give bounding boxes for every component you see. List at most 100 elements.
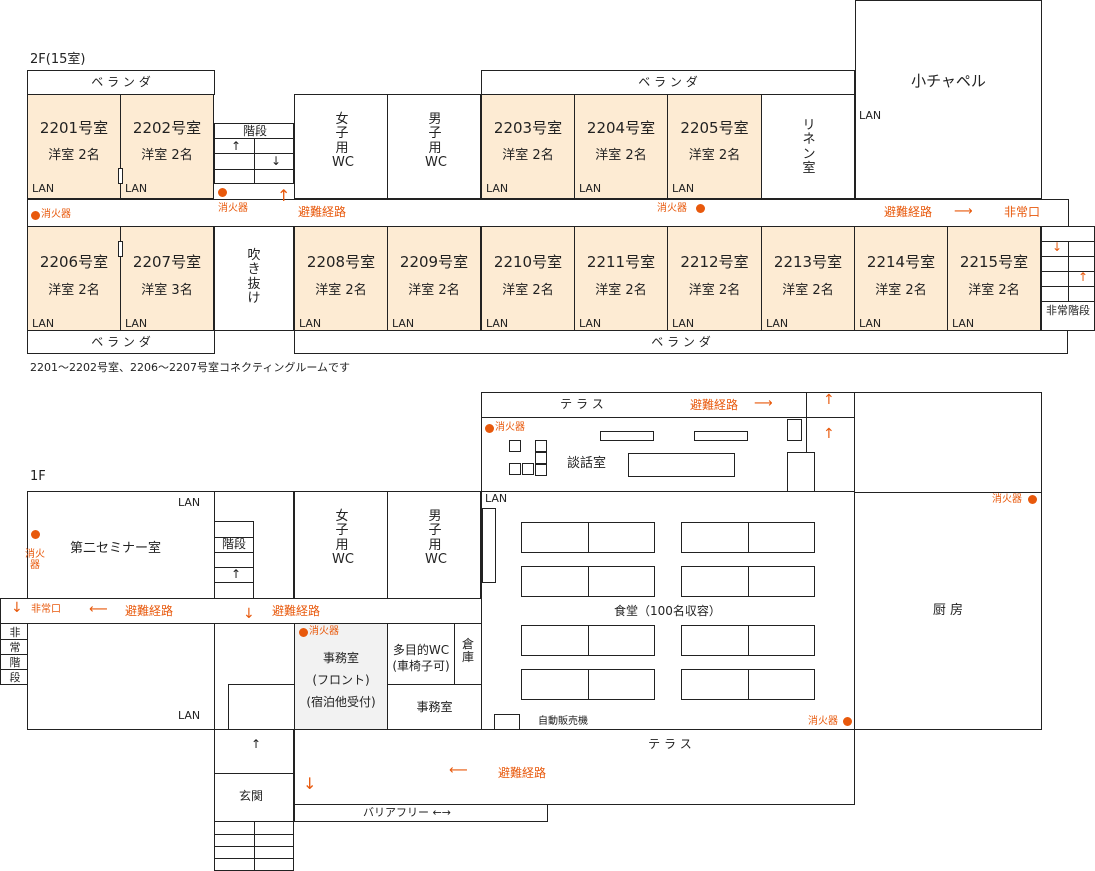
lan-label: LAN (486, 317, 509, 330)
lounge-chair (509, 440, 521, 452)
mens-wc-1f: 男子用WC (387, 491, 481, 599)
seminar-room: 第二セミナー室 LAN 消火器 (25, 491, 215, 599)
evac-route-label: 避難経路 (125, 604, 174, 618)
kitchen: 厨 房 消火器 (854, 392, 1042, 730)
hall-1f (228, 684, 295, 730)
lounge-chair (535, 440, 547, 452)
lounge-table (694, 431, 748, 441)
entrance-steps (214, 821, 294, 871)
room-number: 2211号室 (586, 253, 656, 271)
extinguisher-icon (31, 530, 40, 539)
extinguisher-label: 消火器 (992, 494, 1022, 505)
room-number: 2202号室 (132, 119, 202, 137)
extinguisher-label: 消火器 (25, 549, 45, 571)
storage-label: 倉庫 (461, 637, 474, 665)
evac-route-label: 避難経路 (272, 604, 321, 618)
mens-wc-label: 男子用WC (425, 112, 447, 170)
lan-label: LAN (579, 182, 602, 195)
evac-arrow-left-icon: ⟵ (89, 602, 108, 617)
room-type: 洋室 2名 (502, 283, 554, 298)
atrium-label: 吹き抜け (247, 248, 261, 306)
extinguisher-icon (1028, 495, 1037, 504)
extinguisher-label: 消火器 (657, 203, 687, 214)
office: 事務室 (387, 684, 482, 730)
vending-label: 自動販売機 (538, 716, 588, 727)
room-type: 洋室 2名 (315, 283, 367, 298)
dining-table (521, 522, 655, 553)
dining-label: 食堂（100名収容） (614, 604, 721, 618)
lounge-table (600, 431, 654, 441)
down-arrow-icon: ↓ (1052, 240, 1063, 254)
evac-arrow-down-icon: ↓ (303, 774, 317, 793)
lounge-chair (522, 463, 534, 475)
veranda-label: ベ ラ ン ダ (91, 75, 151, 89)
dining-table (681, 625, 815, 656)
evac-arrow-up-icon: ↑ (277, 186, 291, 205)
extinguisher-label: 消火器 (808, 716, 838, 727)
linen-room: リネン室 (761, 94, 855, 199)
room-type: 洋室 2名 (875, 283, 927, 298)
veranda-label: ベ ラ ン ダ (91, 335, 151, 349)
multipurpose-wc-sub: (車椅子可) (392, 659, 450, 673)
connecting-room-note: 2201～2202号室、2206～2207号室コネクティングルームです (30, 361, 350, 374)
room-type: 洋室 2名 (595, 283, 647, 298)
extinguisher-icon (218, 188, 227, 197)
dining-table (681, 522, 815, 553)
emergency-stairs-2f: ↓ ↑ 非常階段 (1041, 226, 1095, 331)
lounge-table (628, 453, 735, 477)
door-frame (787, 419, 802, 441)
room-2207: 2207号室 洋室 3名 LAN (120, 226, 214, 331)
room-2206: 2206号室 洋室 2名 LAN (27, 226, 121, 331)
entrance-hall: ↑ (214, 729, 294, 774)
lan-label: LAN (952, 317, 975, 330)
extinguisher-icon (31, 211, 40, 220)
womens-wc-1f: 女子用WC (294, 491, 388, 599)
evac-arrow-right-icon: ⟶ (954, 204, 973, 219)
room-2209: 2209号室 洋室 2名 LAN (387, 226, 481, 331)
front-office-sub: (フロント) (312, 673, 370, 687)
connecting-door (118, 168, 123, 184)
evac-arrow-left-icon: ⟵ (449, 763, 468, 778)
lounge-chair (535, 464, 547, 476)
extinguisher-label: 消火器 (218, 203, 248, 214)
emergency-stairs-label: 非常階段 (1046, 304, 1090, 317)
extinguisher-label: 消火器 (309, 626, 339, 637)
room-2211: 2211号室 洋室 2名 LAN (574, 226, 668, 331)
stairs-2f: 階段 ↑ ↓ (214, 123, 294, 184)
lan-label: LAN (579, 317, 602, 330)
lan-label: LAN (485, 492, 508, 505)
office-label: 事務室 (416, 700, 453, 714)
up-arrow-icon: ↑ (231, 139, 242, 153)
entrance-label: 玄関 (239, 789, 264, 803)
barrier-free-label: バリアフリー ←→ (363, 806, 451, 819)
lan-label: LAN (178, 709, 201, 722)
room-number: 2215号室 (959, 253, 1029, 271)
womens-wc-label: 女子用WC (332, 509, 354, 567)
room-number: 2206号室 (39, 253, 109, 271)
lan-label: LAN (32, 317, 55, 330)
room-2215: 2215号室 洋室 2名 LAN (947, 226, 1041, 331)
room-number: 2203号室 (493, 119, 563, 137)
room-type: 洋室 2名 (688, 148, 741, 163)
lan-label: LAN (125, 317, 148, 330)
evac-route-label: 避難経路 (498, 766, 547, 780)
up-arrow-icon: ↑ (251, 737, 262, 751)
evac-arrow-up-icon: ↑ (823, 392, 835, 408)
front-office-label: 事務室 (322, 651, 359, 665)
room-type: 洋室 2名 (688, 283, 741, 298)
room-2203: 2203号室 洋室 2名 LAN (481, 94, 575, 199)
room-type: 洋室 2名 (48, 283, 100, 298)
veranda-2f-bottom-left: ベ ラ ン ダ (27, 330, 215, 354)
veranda-2f-left: ベ ラ ン ダ (27, 70, 215, 95)
room-type: 洋室 2名 (782, 283, 834, 298)
linen-label: リネン室 (802, 118, 816, 176)
floor1-label: 1F (30, 469, 46, 484)
dining-table (681, 669, 815, 700)
lan-label: LAN (299, 317, 322, 330)
lan-label: LAN (672, 182, 695, 195)
veranda-label: ベ ラ ン ダ (651, 335, 711, 349)
dining-hall: LAN 食堂（100名収容） 自動販売機 消火器 (481, 491, 855, 731)
extinguisher-label: 消火器 (41, 209, 71, 220)
seminar-label: 第二セミナー室 (70, 541, 162, 556)
room-2210: 2210号室 洋室 2名 LAN (481, 226, 575, 331)
